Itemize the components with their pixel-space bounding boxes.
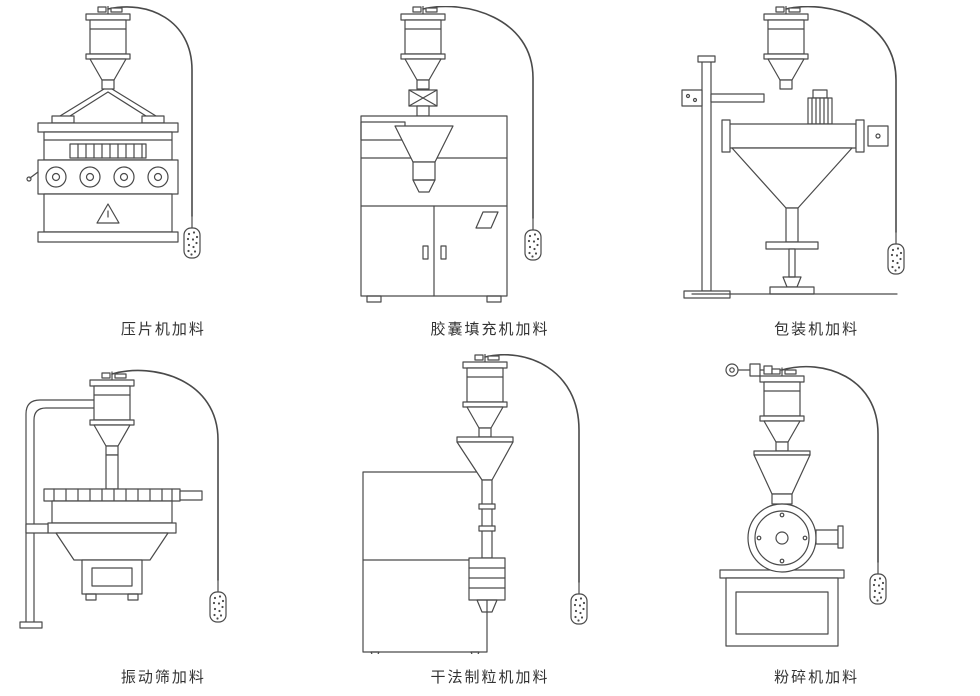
diagram-cell-packaging-machine: 包装机加料 (653, 0, 980, 348)
vacuum-conveyor (400, 6, 446, 90)
caption-pulverizer: 粉碎机加料 (774, 668, 860, 686)
vacuum-conveyor (89, 371, 135, 456)
caption-packaging-machine: 包装机加料 (774, 320, 860, 338)
caption-capsule-filler: 胶囊填充机加料 (430, 320, 550, 338)
suction-wand (869, 561, 887, 605)
diagram-cell-pulverizer: 粉碎机加料 (653, 348, 980, 696)
packaging-machine-drawing (681, 6, 905, 299)
vacuum-hose (107, 6, 194, 217)
diagram-cell-dry-granulator: 干法制粒机加料 (327, 348, 654, 696)
suction-wand (524, 217, 542, 261)
capsule-filler-drawing (360, 6, 542, 303)
feed-column (456, 436, 514, 613)
caption-vibrating-screen: 振动筛加料 (120, 668, 206, 686)
vacuum-hose (484, 354, 580, 583)
granulator-cabinet (362, 471, 488, 654)
vacuum-conveyor (85, 6, 131, 90)
suction-wand (183, 215, 201, 259)
tablet-press-machine (26, 88, 179, 243)
vacuum-conveyor (462, 354, 508, 438)
suction-wand (209, 579, 227, 623)
caption-dry-granulator: 干法制粒机加料 (430, 668, 550, 686)
packaging-machine (691, 89, 898, 295)
dry-granulator-drawing (362, 354, 588, 654)
support-frame (19, 399, 95, 629)
vacuum-hose (111, 369, 220, 581)
vacuum-hose (780, 365, 879, 563)
tablet-press-drawing (26, 6, 201, 259)
capsule-filler-machine (360, 89, 508, 303)
diagram-cell-capsule-filler: 胶囊填充机加料 (327, 0, 654, 348)
vacuum-hose (422, 6, 534, 219)
caption-tablet-press: 压片机加料 (120, 320, 206, 338)
vacuum-hose (784, 6, 897, 233)
suction-wand (570, 581, 588, 625)
suction-wand (887, 231, 905, 275)
vibrating-screen-machine (25, 454, 203, 601)
diagram-cell-vibrating-screen: 振动筛加料 (0, 348, 327, 696)
support-column (681, 55, 765, 299)
pulverizer-drawing (719, 363, 887, 647)
vibrating-screen-drawing (19, 369, 227, 629)
pulverizer-machine (719, 450, 845, 647)
vacuum-conveyor (759, 367, 805, 452)
diagram-cell-tablet-press: 压片机加料 (0, 0, 327, 348)
vacuum-conveyor (763, 6, 809, 90)
